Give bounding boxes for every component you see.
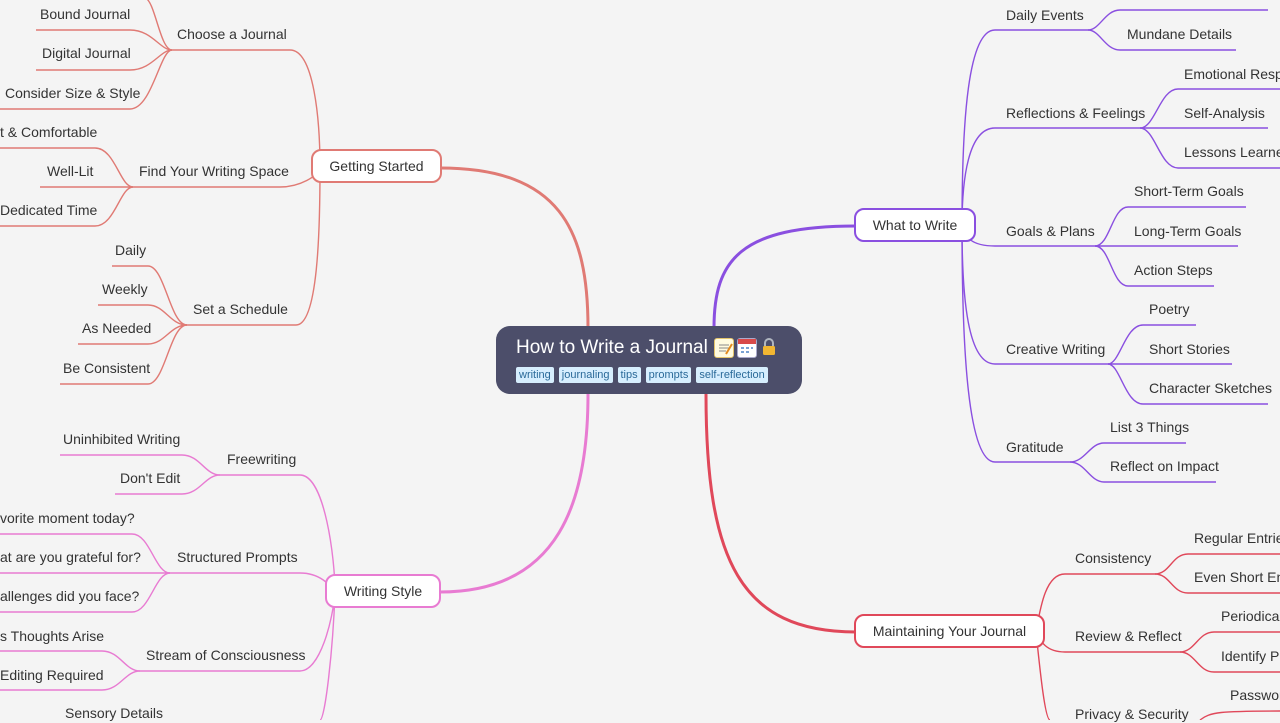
leaf-short-term-goals[interactable]: Short-Term Goals bbox=[1134, 183, 1244, 199]
subtopic-goals-plans[interactable]: Goals & Plans bbox=[1006, 223, 1095, 239]
leaf-character-sketches[interactable]: Character Sketches bbox=[1149, 380, 1272, 396]
subtopic-schedule[interactable]: Set a Schedule bbox=[193, 301, 288, 317]
leaf-poetry[interactable]: Poetry bbox=[1149, 301, 1190, 317]
node-label: Writing Style bbox=[343, 583, 423, 599]
leaf-daily[interactable]: Daily bbox=[115, 242, 147, 258]
subtopic-privacy-security[interactable]: Privacy & Security bbox=[1075, 706, 1189, 722]
leaf-bound-journal[interactable]: Bound Journal bbox=[40, 6, 131, 22]
subtopic-consistency[interactable]: Consistency bbox=[1075, 550, 1152, 566]
node-label: Maintaining Your Journal bbox=[872, 623, 1027, 639]
subtopic-stream-consciousness[interactable]: Stream of Consciousness bbox=[146, 647, 306, 663]
subtopic-structured-prompts[interactable]: Structured Prompts bbox=[177, 549, 298, 565]
leaf-long-term-goals[interactable]: Long-Term Goals bbox=[1134, 223, 1242, 239]
node-label: What to Write bbox=[872, 217, 958, 233]
leaf-uninhibited[interactable]: Uninhibited Writing bbox=[63, 431, 181, 447]
leaf-action-steps[interactable]: Action Steps bbox=[1134, 262, 1213, 278]
tag-list: writing journaling tips prompts self-ref… bbox=[516, 367, 782, 383]
leaf-well-lit[interactable]: Well-Lit bbox=[47, 163, 94, 179]
leaf-self-analysis[interactable]: Self-Analysis bbox=[1184, 105, 1265, 121]
subtopic-review-reflect[interactable]: Review & Reflect bbox=[1075, 628, 1182, 644]
subtopic-reflections[interactable]: Reflections & Feelings bbox=[1006, 105, 1146, 121]
leaf-sensory-details[interactable]: Sensory Details bbox=[65, 705, 164, 721]
leaf-weekly[interactable]: Weekly bbox=[102, 281, 148, 297]
leaf-regular-entries[interactable]: Regular Entrie bbox=[1194, 530, 1280, 546]
leaf-dedicated-time[interactable]: Dedicated Time bbox=[0, 202, 98, 218]
leaf-size-style[interactable]: Consider Size & Style bbox=[5, 85, 141, 101]
tag[interactable]: prompts bbox=[645, 367, 692, 383]
calendar-icon bbox=[736, 338, 757, 358]
leaf-identify-patterns[interactable]: Identify Pa bbox=[1221, 648, 1280, 664]
leaf-short-entries[interactable]: Even Short Ent bbox=[1194, 569, 1280, 585]
tag[interactable]: journaling bbox=[558, 367, 613, 383]
leaf-list-3-things[interactable]: List 3 Things bbox=[1110, 419, 1190, 435]
node-label: Getting Started bbox=[329, 158, 424, 174]
subtopic-daily-events[interactable]: Daily Events bbox=[1006, 7, 1084, 23]
subtopic-choose-journal[interactable]: Choose a Journal bbox=[177, 26, 287, 42]
leaf-periodically[interactable]: Periodical bbox=[1221, 608, 1280, 624]
tag[interactable]: tips bbox=[617, 367, 641, 383]
tag[interactable]: writing bbox=[516, 367, 554, 383]
subtopic-gratitude[interactable]: Gratitude bbox=[1006, 439, 1064, 455]
node-maintaining-journal[interactable]: Maintaining Your Journal bbox=[854, 614, 1045, 648]
node-what-to-write[interactable]: What to Write bbox=[854, 208, 976, 242]
leaf-favorite-moment[interactable]: vorite moment today? bbox=[0, 510, 135, 526]
subtopic-freewriting[interactable]: Freewriting bbox=[227, 451, 297, 467]
central-topic[interactable]: How to Write a Journal writing journalin… bbox=[496, 326, 802, 394]
subtopic-creative-writing[interactable]: Creative Writing bbox=[1006, 341, 1106, 357]
tag[interactable]: self-reflection bbox=[696, 367, 768, 383]
leaf-as-needed[interactable]: As Needed bbox=[82, 320, 152, 336]
leaf-reflect-impact[interactable]: Reflect on Impact bbox=[1110, 458, 1219, 474]
memo-icon bbox=[713, 338, 734, 358]
leaf-editing-required[interactable]: Editing Required bbox=[0, 667, 104, 683]
lock-icon bbox=[760, 338, 778, 356]
leaf-dont-edit[interactable]: Don't Edit bbox=[120, 470, 181, 486]
leaf-digital-journal[interactable]: Digital Journal bbox=[42, 45, 131, 61]
leaf-mundane-details[interactable]: Mundane Details bbox=[1127, 26, 1233, 42]
leaf-emotional-response[interactable]: Emotional Respo bbox=[1184, 66, 1280, 82]
central-title: How to Write a Journal bbox=[516, 337, 708, 358]
leaf-grateful-for[interactable]: at are you grateful for? bbox=[0, 549, 141, 565]
subtopic-writing-space[interactable]: Find Your Writing Space bbox=[139, 163, 289, 179]
leaf-lessons-learned[interactable]: Lessons Learned bbox=[1184, 144, 1280, 160]
node-getting-started[interactable]: Getting Started bbox=[311, 149, 442, 183]
node-writing-style[interactable]: Writing Style bbox=[325, 574, 441, 608]
leaf-password[interactable]: Passwor bbox=[1230, 687, 1280, 703]
leaf-comfortable[interactable]: t & Comfortable bbox=[0, 124, 98, 140]
leaf-short-stories[interactable]: Short Stories bbox=[1149, 341, 1230, 357]
leaf-be-consistent[interactable]: Be Consistent bbox=[63, 360, 151, 376]
leaf-thoughts-arise[interactable]: s Thoughts Arise bbox=[0, 628, 105, 644]
leaf-challenges[interactable]: allenges did you face? bbox=[0, 588, 140, 604]
